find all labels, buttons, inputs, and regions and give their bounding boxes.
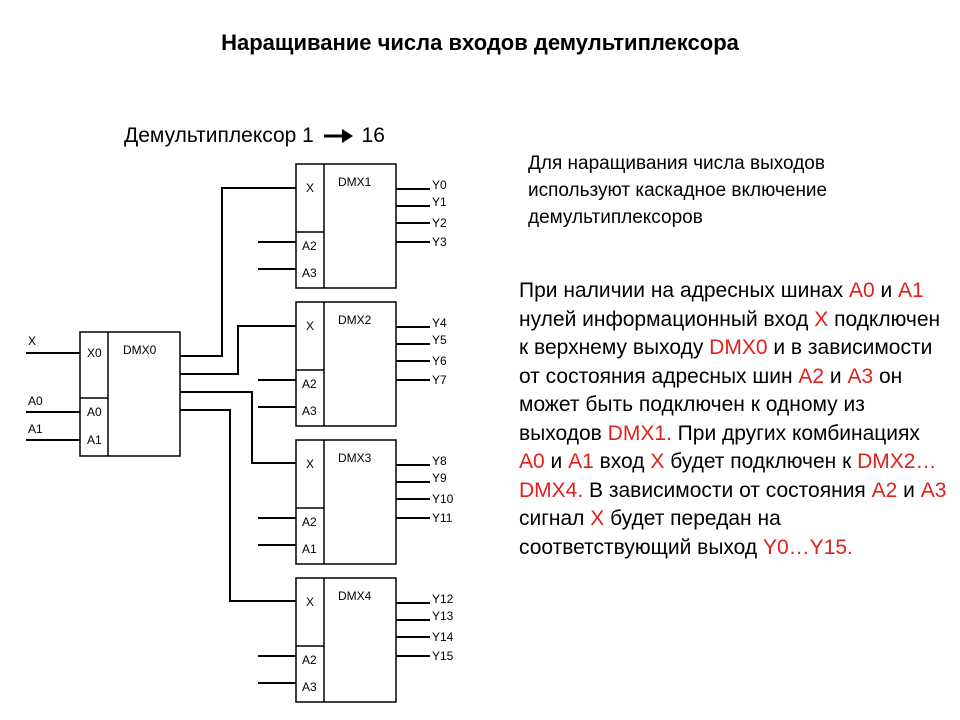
highlight-text: A3 bbox=[847, 364, 874, 388]
dmx2-input-x: X bbox=[306, 319, 314, 333]
output-label-y11: Y11 bbox=[432, 511, 453, 525]
wire-dmx0-out0 bbox=[180, 187, 296, 357]
highlight-text: A1 bbox=[568, 450, 594, 473]
dmx4-box bbox=[295, 577, 397, 703]
output-label-y7: Y7 bbox=[432, 373, 447, 387]
wire-dmx0-out2 bbox=[180, 391, 296, 464]
dmx0-ext-label-a0: A0 bbox=[28, 394, 43, 408]
right-arrow-icon bbox=[323, 129, 353, 144]
dmx2-input-a3: A3 bbox=[302, 404, 317, 418]
highlight-text: X bbox=[814, 307, 829, 331]
paragraph-text: и bbox=[824, 364, 848, 388]
subtitle-suffix: 16 bbox=[361, 124, 385, 147]
highlight-text: A2 bbox=[798, 364, 825, 388]
output-label-y13: Y13 bbox=[432, 609, 454, 623]
output-label-y10: Y10 bbox=[432, 492, 454, 506]
dmx0-input-a1: A1 bbox=[87, 433, 102, 447]
output-label-y5: Y5 bbox=[432, 333, 447, 347]
dmx4-input-a2: A2 bbox=[302, 653, 317, 667]
wire-dmx0-out1 bbox=[180, 325, 296, 375]
highlight-text: A1 bbox=[898, 279, 924, 302]
dmx1-input-a2: A2 bbox=[302, 239, 317, 253]
output-label-y15: Y15 bbox=[432, 649, 454, 663]
highlight-text: DMX2… DMX4. bbox=[519, 450, 937, 502]
dmx1-input-a3: A3 bbox=[302, 266, 317, 280]
dmx1-name: DMX1 bbox=[338, 175, 372, 189]
wire-dmx0-out3 bbox=[180, 409, 296, 602]
paragraph-text: подключен к верхнему выходу bbox=[519, 307, 941, 360]
dmx3-name: DMX3 bbox=[338, 451, 372, 465]
dmx4-input-x: X bbox=[306, 595, 314, 609]
page-title: Наращивание числа входов демультиплексор… bbox=[221, 30, 739, 55]
paragraph-text: и bbox=[544, 450, 569, 473]
output-label-y4: Y4 bbox=[432, 316, 447, 330]
highlight-text: X bbox=[650, 450, 665, 473]
dmx4-input-a3: A3 bbox=[302, 680, 317, 694]
paragraph-text: он может быть подключен к одному из выхо… bbox=[519, 364, 903, 445]
paragraph-text: В зависимости от состояния bbox=[583, 478, 872, 502]
output-label-y1: Y1 bbox=[432, 195, 447, 209]
output-label-y12: Y12 bbox=[432, 592, 454, 606]
dmx0-input-a0: A0 bbox=[87, 405, 102, 419]
paragraph-text: При других комбинациях bbox=[671, 421, 920, 445]
dmx0-input-x0: X0 bbox=[87, 346, 102, 360]
dmx3-box bbox=[295, 439, 397, 565]
dmx0-ext-label-x: X bbox=[28, 334, 36, 348]
dmx0-name: DMX0 bbox=[123, 343, 157, 357]
output-label-y9: Y9 bbox=[432, 471, 447, 485]
paragraph-text: и в зависимости от состояния адресных ши… bbox=[519, 336, 933, 388]
diagram-subtitle: Демультиплексор 1 16 bbox=[124, 124, 385, 148]
paragraph-text: нулей информационный вход bbox=[519, 307, 815, 331]
dmx-blocks-group: DMX1XA2A3Y0Y1Y2Y3DMX2XA2A3Y4Y5Y6Y7DMX3XA… bbox=[258, 163, 454, 703]
output-label-y2: Y2 bbox=[432, 216, 447, 230]
highlight-text: A2 bbox=[871, 478, 898, 502]
dmx3-input-a2: A2 bbox=[302, 515, 317, 529]
dmx2-input-a2: A2 bbox=[302, 377, 317, 391]
highlight-text: DMX1. bbox=[607, 421, 672, 445]
dmx3-input-x: X bbox=[306, 457, 314, 471]
interconnect-wires bbox=[180, 187, 296, 602]
subtitle-prefix: Демультиплексор 1 bbox=[124, 124, 314, 147]
output-label-y14: Y14 bbox=[432, 630, 454, 644]
dmx1-box bbox=[295, 163, 397, 289]
output-label-y3: Y3 bbox=[432, 235, 447, 249]
dmx2-box bbox=[295, 301, 397, 427]
output-label-y6: Y6 bbox=[432, 354, 447, 368]
dmx0-ext-label-a1: A1 bbox=[28, 422, 43, 436]
highlight-text: A0 bbox=[848, 279, 875, 302]
highlight-text: X bbox=[590, 507, 605, 530]
dmx4-name: DMX4 bbox=[338, 589, 372, 603]
paragraph-text: будет передан на соответствующий выход bbox=[519, 507, 781, 559]
paragraph-text: вход bbox=[593, 450, 651, 473]
output-label-y8: Y8 bbox=[432, 454, 447, 468]
highlight-text: Y0…Y15. bbox=[763, 535, 853, 559]
paragraph-text: и bbox=[874, 279, 899, 302]
highlight-text: A3 bbox=[920, 478, 947, 502]
cascade-note: Для наращивания числа выходов используют… bbox=[528, 153, 828, 228]
paragraph-text: При наличии на адресных шинах bbox=[519, 279, 849, 302]
dmx1-input-x: X bbox=[306, 181, 314, 195]
highlight-text: DMX0 bbox=[709, 336, 768, 359]
paragraph-text: и bbox=[897, 478, 921, 502]
dmx3-input-a1: A1 bbox=[302, 542, 317, 556]
paragraph-text: сигнал bbox=[519, 507, 591, 530]
output-label-y0: Y0 bbox=[432, 178, 447, 192]
dmx0-box bbox=[79, 331, 181, 457]
dmx2-name: DMX2 bbox=[338, 313, 372, 327]
paragraph-text: будет подключен к bbox=[664, 450, 858, 473]
highlight-text: A0 bbox=[519, 450, 545, 473]
explanation-paragraph: При наличии на адресных шинах A0 и A1 ну… bbox=[519, 277, 949, 562]
